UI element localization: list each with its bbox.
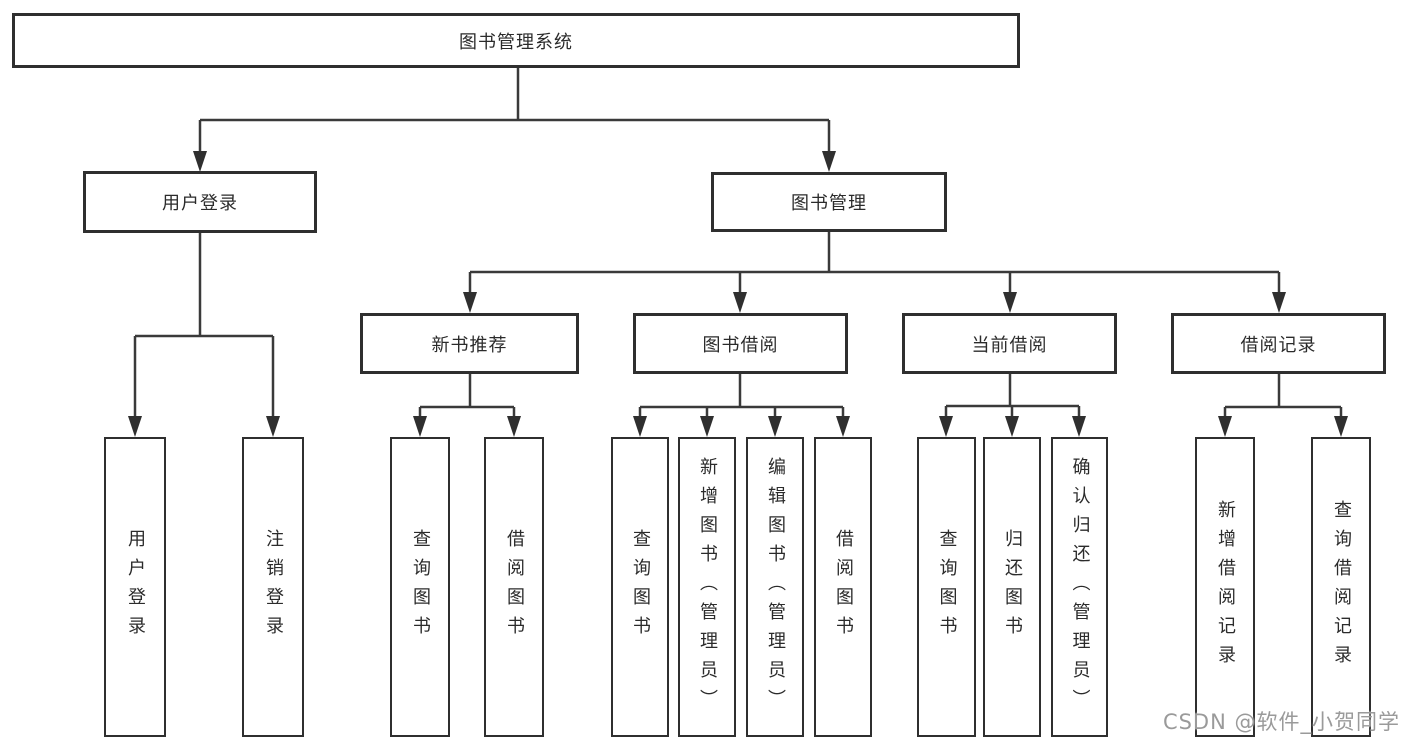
node-label: 图书借阅 bbox=[702, 334, 779, 356]
leaf-add-borrow-record: 新增借阅记录 bbox=[1195, 437, 1255, 737]
node-book-management: 图书管理 bbox=[711, 172, 947, 232]
node-label: 图书管理 bbox=[791, 193, 867, 214]
node-new-book-recommend: 新书推荐 bbox=[360, 313, 579, 374]
arrowhead bbox=[1072, 416, 1086, 437]
arrowhead bbox=[822, 151, 836, 172]
leaf-edit-books-admin: 编辑图书（管理员） bbox=[746, 437, 804, 737]
leaf-label: 归还图书 bbox=[1002, 529, 1023, 645]
leaf-confirm-return-admin: 确认归还（管理员） bbox=[1051, 437, 1108, 737]
leaf-label: 查询借阅记录 bbox=[1331, 500, 1352, 674]
node-book-borrowing: 图书借阅 bbox=[633, 313, 848, 374]
leaf-label: 借阅图书 bbox=[833, 529, 854, 645]
arrowhead bbox=[633, 416, 647, 437]
node-current-borrowing: 当前借阅 bbox=[902, 313, 1117, 374]
arrowhead bbox=[266, 416, 280, 437]
arrowhead bbox=[768, 416, 782, 437]
leaf-label: 注销登录 bbox=[263, 529, 284, 645]
leaf-label: 新增借阅记录 bbox=[1215, 500, 1236, 674]
arrowhead bbox=[733, 292, 747, 313]
arrowhead bbox=[193, 151, 207, 172]
leaf-add-books-admin: 新增图书（管理员） bbox=[678, 437, 736, 737]
leaf-query-borrow-record: 查询借阅记录 bbox=[1311, 437, 1371, 737]
leaf-query-books-3: 查询图书 bbox=[917, 437, 976, 737]
leaf-label: 确认归还（管理员） bbox=[1069, 456, 1091, 718]
node-root-system: 图书管理系统 bbox=[12, 13, 1020, 68]
leaf-query-books-2: 查询图书 bbox=[611, 437, 669, 737]
leaf-query-books-1: 查询图书 bbox=[390, 437, 450, 737]
arrowhead bbox=[1005, 416, 1019, 437]
arrowhead bbox=[507, 416, 521, 437]
node-root-label: 图书管理系统 bbox=[459, 31, 573, 53]
leaf-borrow-books-1: 借阅图书 bbox=[484, 437, 544, 737]
arrowhead bbox=[413, 416, 427, 437]
arrowhead bbox=[939, 416, 953, 437]
leaf-label: 借阅图书 bbox=[504, 529, 525, 645]
arrowhead bbox=[700, 416, 714, 437]
leaf-logout: 注销登录 bbox=[242, 437, 304, 737]
arrowhead bbox=[836, 416, 850, 437]
node-label: 当前借阅 bbox=[971, 334, 1048, 356]
leaf-label: 编辑图书（管理员） bbox=[765, 456, 786, 718]
csdn-watermark: CSDN @软件_小贺同学 bbox=[1162, 710, 1400, 734]
leaf-label: 新增图书（管理员） bbox=[697, 456, 718, 718]
leaf-label: 查询图书 bbox=[936, 529, 958, 645]
node-user-login: 用户登录 bbox=[83, 171, 317, 233]
node-label: 借阅记录 bbox=[1240, 334, 1317, 356]
node-label: 新书推荐 bbox=[431, 334, 508, 356]
arrowhead bbox=[1334, 416, 1348, 437]
arrowhead bbox=[1272, 292, 1286, 313]
leaf-label: 用户登录 bbox=[125, 529, 146, 645]
leaf-label: 查询图书 bbox=[630, 529, 651, 645]
arrowhead bbox=[1218, 416, 1232, 437]
node-label: 用户登录 bbox=[162, 193, 238, 214]
node-borrow-records: 借阅记录 bbox=[1171, 313, 1386, 374]
arrowhead bbox=[463, 292, 477, 313]
leaf-borrow-books-2: 借阅图书 bbox=[814, 437, 872, 737]
leaf-label: 查询图书 bbox=[410, 529, 431, 645]
leaf-user-login: 用户登录 bbox=[104, 437, 166, 737]
arrowhead bbox=[128, 416, 142, 437]
arrowhead bbox=[1003, 292, 1017, 313]
leaf-return-books: 归还图书 bbox=[983, 437, 1041, 737]
